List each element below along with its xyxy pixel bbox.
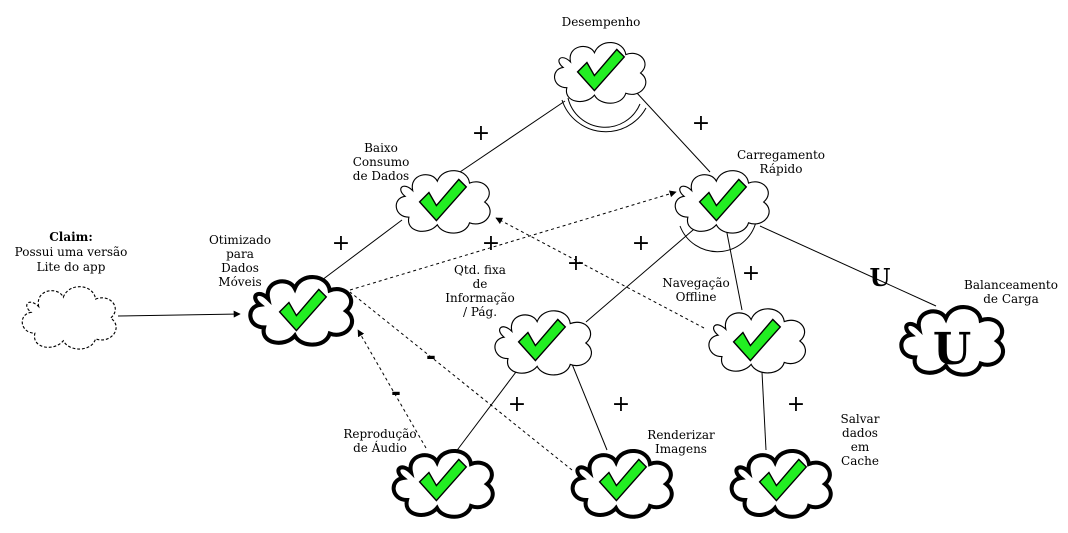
desempenho-label: Desempenho (562, 15, 641, 29)
sign-reproducao-otimizado: - (391, 377, 401, 406)
navegacao-line2: Offline (676, 290, 717, 304)
softgoal-balanceamento[interactable]: U Balanceamento de Carga (901, 278, 1058, 375)
sign-reproducao-qtd: + (508, 392, 526, 417)
claim-line2: Lite do app (37, 260, 106, 274)
and-arc-carregamento (679, 221, 757, 253)
link-salvar-navegacao (761, 371, 767, 451)
carregamento-line2: Rápido (760, 162, 803, 176)
link-baixo-desempenho (456, 100, 566, 175)
softgoal-desempenho[interactable]: Desempenho (553, 15, 647, 104)
softgoal-baixo-consumo[interactable]: Baixo Consumo de Dados (353, 141, 491, 234)
otimizado-line2: para (226, 247, 254, 261)
softgoal-carregamento[interactable]: Carregamento Rápido (674, 148, 825, 234)
claim-title: Claim: (49, 230, 93, 244)
renderizar-line1: Renderizar (647, 428, 715, 442)
sign-renderizar-qtd: + (612, 392, 630, 417)
salvar-line1: Salvar (841, 412, 880, 426)
link-claim-otimizado (117, 310, 241, 318)
link-reproducao-qtd (454, 363, 523, 454)
reproducao-line2: de Áudio (353, 440, 407, 455)
link-balanceamento-carregamento (759, 225, 937, 307)
otimizado-line1: Otimizado (209, 233, 271, 247)
qtd-line1: Qtd. fixa (454, 263, 506, 277)
salvar-line4: Cache (841, 454, 879, 468)
sign-renderizar-otimizado: - (426, 341, 436, 370)
qtd-line3: Informação (445, 291, 515, 305)
claim-line1: Possui uma versão (15, 245, 128, 259)
renderizar-line2: Imagens (655, 442, 707, 456)
navegacao-line1: Navegação (662, 276, 729, 290)
otimizado-line4: Móveis (218, 275, 261, 289)
qtd-line2: de (473, 277, 488, 291)
salvar-line2: dados (842, 426, 878, 440)
sign-carregamento-desempenho: + (692, 111, 710, 136)
otimizado-line3: Dados (221, 261, 259, 275)
qtd-line4: / Pág. (463, 305, 497, 319)
task-renderizar[interactable]: Renderizar Imagens (573, 428, 715, 517)
baixo-line1: Baixo (364, 141, 398, 155)
connections (117, 91, 937, 471)
link-renderizar-qtd (571, 363, 608, 451)
and-arc-desempenho-inner (567, 97, 641, 128)
and-arc-desempenho (561, 99, 647, 133)
carregamento-line1: Carregamento (737, 148, 825, 162)
softgoal-qtd-fixa[interactable]: Qtd. fixa de Informação / Pág. (445, 263, 593, 376)
baixo-line2: Consumo (353, 155, 410, 169)
claim-node[interactable]: Claim: Possui uma versão Lite do app (15, 230, 128, 350)
sign-salvar-navegacao: + (787, 392, 805, 417)
sign-otimizado-carregamento: + (482, 231, 500, 256)
reproducao-line1: Reprodução (343, 427, 416, 441)
link-carregamento-desempenho (635, 91, 711, 173)
sign-navegacao-baixo: + (567, 251, 585, 276)
sign-otimizado-baixo: + (332, 231, 350, 256)
link-reproducao-otimizado (357, 329, 427, 449)
softgoal-otimizado[interactable]: Otimizado para Dados Móveis (209, 233, 352, 345)
link-navegacao-baixo (495, 217, 705, 329)
balanceamento-line1: Balanceamento (964, 278, 1058, 292)
link-otimizado-carregamento (349, 190, 677, 291)
task-salvar[interactable]: Salvar dados em Cache (732, 412, 880, 517)
sign-balanceamento-carregamento: U (870, 263, 891, 292)
task-reproducao[interactable]: Reprodução de Áudio (343, 427, 492, 517)
sign-baixo-desempenho: + (472, 121, 490, 146)
salvar-line3: em (851, 440, 870, 454)
contribution-labels: + + + + + + + U + + + - - (332, 111, 891, 417)
link-qtd-carregamento (585, 223, 701, 323)
softgoal-navegacao[interactable]: Navegação Offline (662, 276, 807, 374)
balanceamento-line2: de Carga (983, 292, 1039, 306)
unknown-mark: U (933, 324, 971, 375)
sign-navegacao-carregamento: + (742, 261, 760, 286)
link-navegacao-carregamento (725, 227, 743, 311)
sign-qtd-carregamento: + (632, 231, 650, 256)
baixo-line3: de Dados (353, 169, 409, 183)
link-otimizado-baixo (317, 219, 403, 284)
